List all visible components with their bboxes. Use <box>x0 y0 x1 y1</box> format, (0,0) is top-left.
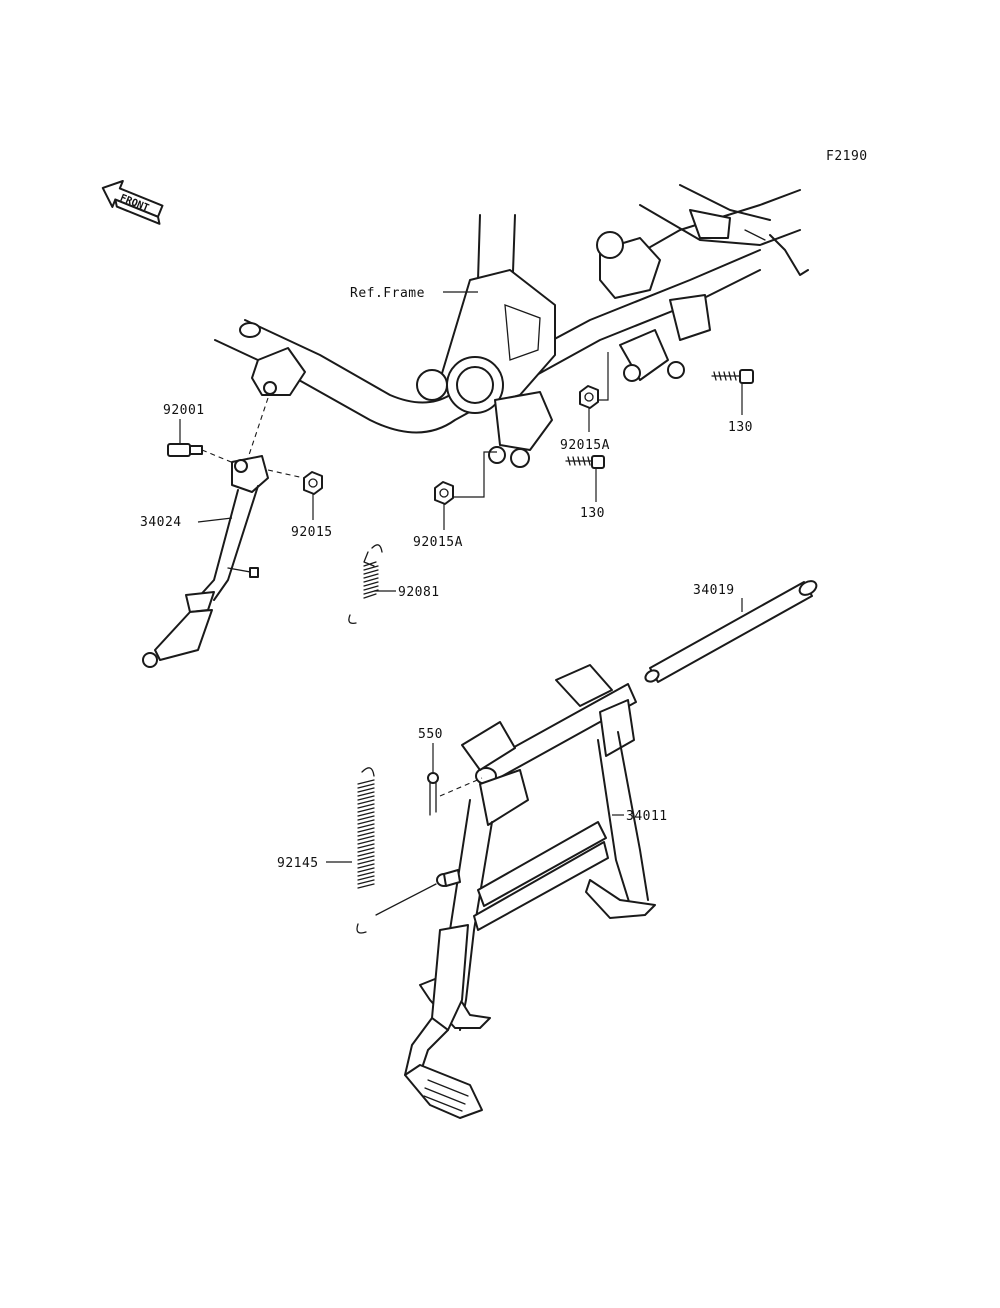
label-34011: 34011 <box>626 809 668 824</box>
bolt-130-lower <box>565 455 605 469</box>
label-34019: 34019 <box>693 583 735 598</box>
label-92145: 92145 <box>277 856 319 871</box>
frame-reference <box>214 184 809 468</box>
spring-92145 <box>356 767 437 934</box>
bolt-130-upper <box>711 369 754 384</box>
bolt-92001 <box>167 443 237 465</box>
label-34024: 34024 <box>140 515 182 530</box>
label-92015A-upper: 92015A <box>560 438 610 453</box>
label-92081: 92081 <box>398 585 440 600</box>
label-92001: 92001 <box>163 403 205 418</box>
leader-92015A-upper <box>598 352 609 401</box>
label-130-upper: 130 <box>728 420 753 435</box>
pivot-shaft-34019 <box>644 580 818 683</box>
label-550: 550 <box>418 727 443 742</box>
center-stand <box>404 664 656 1119</box>
sidestand <box>142 397 269 668</box>
nut-92015 <box>267 469 323 495</box>
leader-92015A-lower <box>453 451 497 498</box>
spring-92081 <box>348 544 383 624</box>
nut-92015A-upper <box>579 385 599 409</box>
label-92015: 92015 <box>291 525 333 540</box>
label-130-lower: 130 <box>580 506 605 521</box>
nut-92015A-lower <box>434 481 454 505</box>
front-arrow-icon: FRONT <box>101 179 164 225</box>
leader-34024 <box>197 517 233 523</box>
figure-code: F2190 <box>826 149 868 164</box>
label-92015A-lower: 92015A <box>413 535 463 550</box>
cotter-pin-550 <box>427 772 483 816</box>
ref-frame-label: Ref.Frame <box>350 286 425 301</box>
